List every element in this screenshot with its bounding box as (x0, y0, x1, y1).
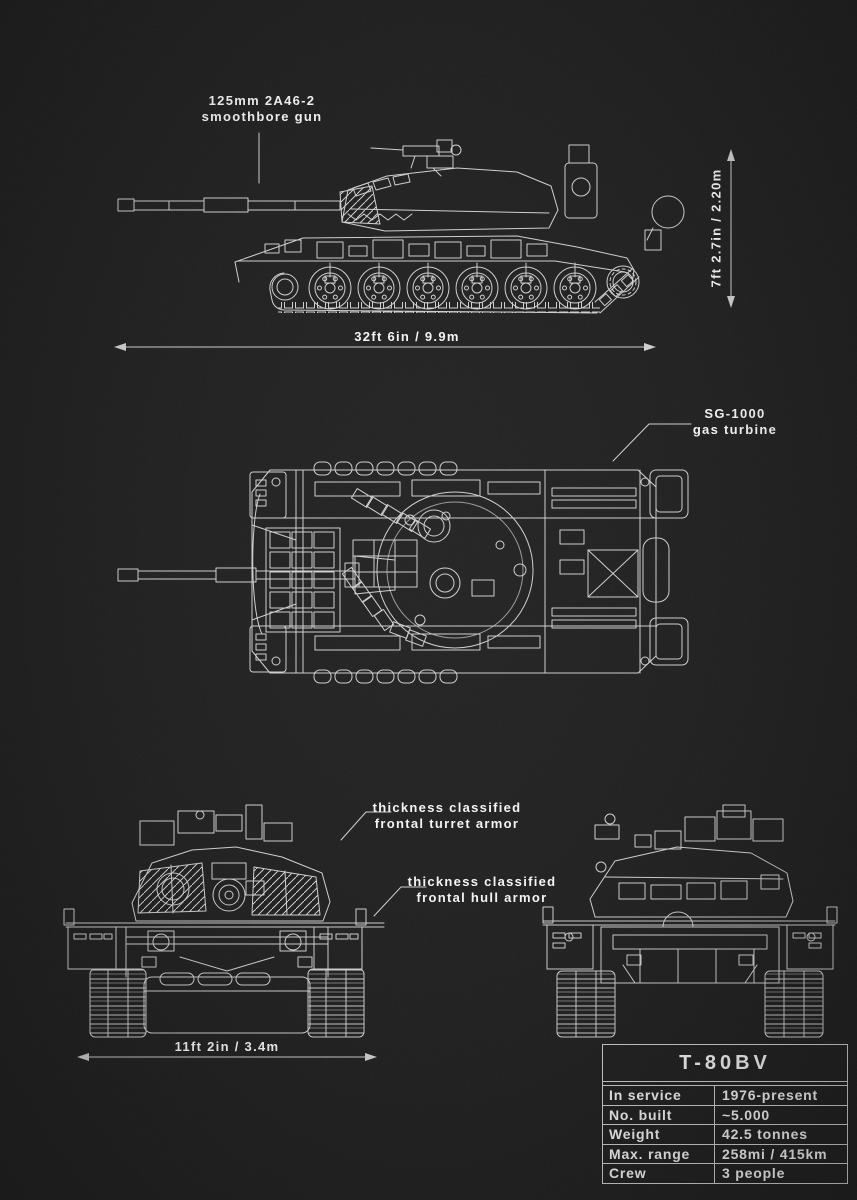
spec-row-crew: Crew 3 people (603, 1163, 847, 1183)
annotation-gun-line1: 125mm 2A46-2 (208, 93, 316, 108)
dimension-label-height: 7ft 2.7in / 2.20m (708, 168, 724, 288)
annotation-gun: 125mm 2A46-2 smoothbore gun (202, 93, 323, 124)
spec-row-value: 42.5 tonnes (722, 1126, 808, 1142)
annotation-turbine-line1: SG-1000 (704, 406, 766, 421)
annotation-turbine-line2: gas turbine (692, 421, 778, 437)
dimension-label-length: 32ft 6in / 9.9m (354, 329, 460, 344)
annotation-turret-armor: thickness classified frontal turret armo… (373, 800, 522, 831)
dimension-label-width: 11ft 2in / 3.4m (174, 1039, 280, 1054)
spec-row-label: In service (603, 1086, 715, 1105)
spec-row-weight: Weight 42.5 tonnes (603, 1124, 847, 1144)
spec-row-value: 1976-present (722, 1087, 818, 1103)
rear-view-drawing (542, 804, 838, 1038)
spec-row-value: 3 people (722, 1165, 786, 1181)
spec-row-max-range: Max. range 258mi / 415km (603, 1143, 847, 1163)
front-view-drawing (63, 804, 385, 1038)
spec-table-title: T-80BV (603, 1045, 847, 1082)
dimension-arrows (77, 149, 735, 1061)
spec-row-in-service: In service 1976-present (603, 1086, 847, 1105)
spec-row-label: Weight (603, 1125, 715, 1144)
annotation-turret-armor-line1: thickness classified (372, 800, 522, 815)
annotation-hull-armor-line2: frontal hull armor (416, 889, 548, 905)
spec-row-value: ~5.000 (722, 1106, 771, 1123)
annotation-gun-line2: smoothbore gun (201, 108, 323, 124)
leader-lines (258, 132, 692, 917)
annotation-turbine: SG-1000 gas turbine (693, 406, 777, 437)
side-view-drawing (117, 139, 685, 314)
spec-row-label: Max. range (603, 1144, 715, 1163)
annotation-hull-armor-line1: thickness classified (407, 874, 557, 889)
spec-row-label: Crew (603, 1164, 715, 1183)
top-view-drawing (117, 461, 689, 684)
spec-table: T-80BV In service 1976-present No. built… (602, 1044, 848, 1184)
annotation-hull-armor: thickness classified frontal hull armor (408, 874, 557, 905)
spec-row-no-built: No. built ~5.000 (603, 1104, 847, 1124)
spec-row-value: 258mi / 415km (722, 1145, 828, 1162)
annotation-turret-armor-line2: frontal turret armor (374, 815, 520, 831)
spec-row-label: No. built (603, 1105, 715, 1124)
